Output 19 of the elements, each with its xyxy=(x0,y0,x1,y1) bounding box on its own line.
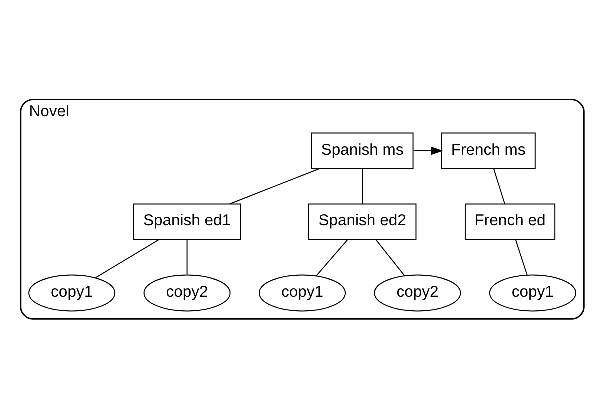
node-ellipse: copy2 xyxy=(374,274,462,312)
connector xyxy=(316,239,349,277)
connector xyxy=(230,168,320,205)
node-box: Spanish ed2 xyxy=(308,204,417,240)
connector xyxy=(515,239,528,276)
node-ellipse: copy1 xyxy=(28,274,116,312)
node-ellipse: copy1 xyxy=(259,274,346,312)
node-box: French ed xyxy=(464,204,556,240)
node-box: Spanish ed1 xyxy=(133,204,242,240)
connector xyxy=(186,239,188,276)
node-box: Spanish ms xyxy=(311,132,414,170)
arrow xyxy=(413,146,444,156)
connector xyxy=(95,239,160,278)
node-ellipse: copy2 xyxy=(144,274,231,312)
node-box: French ms xyxy=(441,132,536,170)
connector xyxy=(493,168,506,205)
connector xyxy=(375,239,405,276)
node-ellipse: copy1 xyxy=(489,274,576,312)
connector xyxy=(362,168,364,205)
